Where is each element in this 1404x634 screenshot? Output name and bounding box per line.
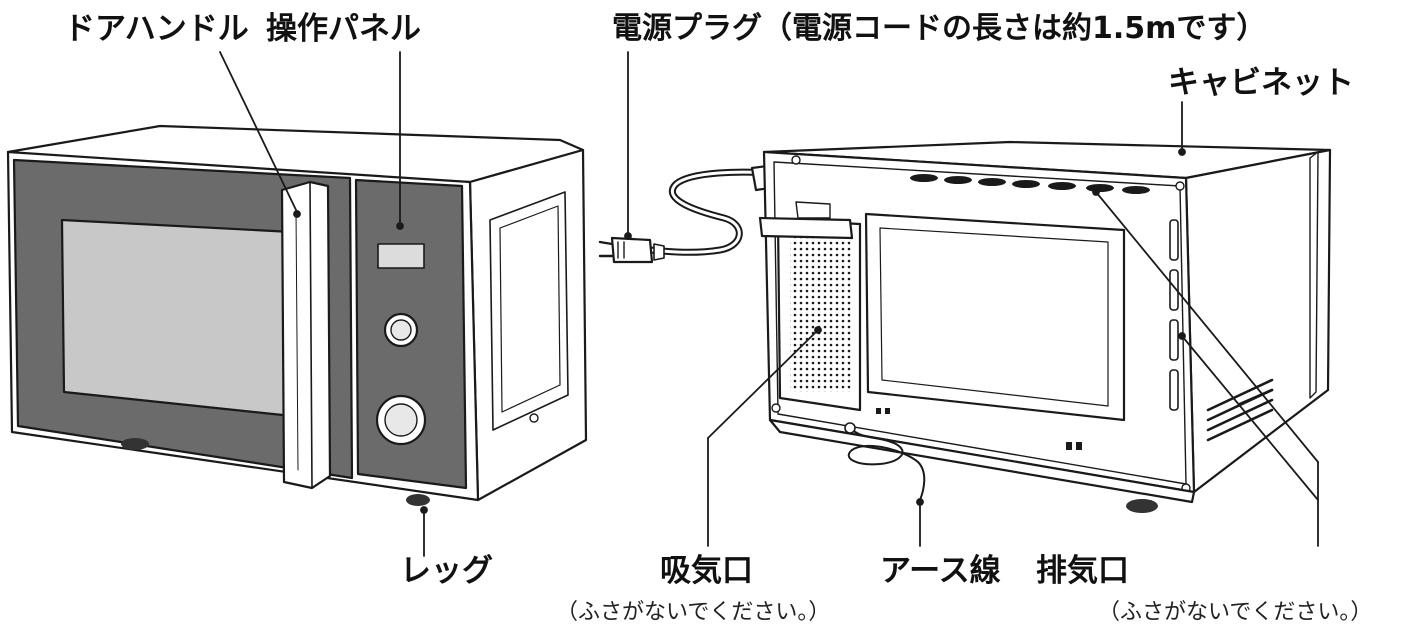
intake-note: （ふさがないでください。） bbox=[556, 600, 831, 625]
rear-leader-lines bbox=[707, 101, 1319, 547]
control-panel-label: 操作パネル bbox=[266, 11, 421, 47]
cabinet-label: キャビネット bbox=[1168, 65, 1354, 101]
front-leader-lines bbox=[219, 51, 428, 557]
exhaust-label: 排気口 bbox=[1036, 553, 1129, 589]
ground-wire-label: アース線 bbox=[880, 553, 1001, 589]
plug-leader bbox=[624, 51, 632, 240]
front-microwave bbox=[6, 124, 588, 506]
exhaust-note: （ふさがないでください。） bbox=[1098, 600, 1373, 625]
power-plug-label: 電源プラグ（電源コードの長さは約1.5mです） bbox=[612, 11, 1267, 46]
intake-label: 吸気口 bbox=[660, 553, 753, 589]
leg-label: レッグ bbox=[400, 553, 493, 589]
door-handle-label: ドアハンドル bbox=[64, 11, 249, 47]
rear-microwave bbox=[758, 140, 1332, 513]
